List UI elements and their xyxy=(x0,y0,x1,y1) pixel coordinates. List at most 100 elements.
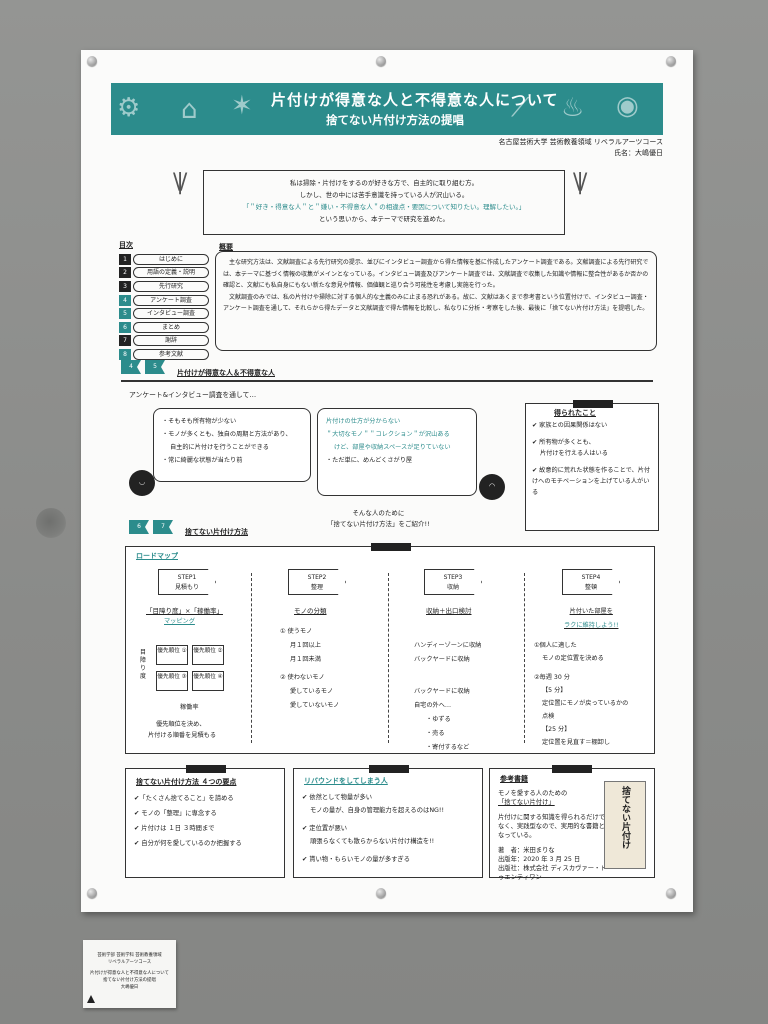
overview-paragraph: 文献調査のみでは、私の片付けや掃除に対する個人的な主義のみに止まる恐れがある。故… xyxy=(223,293,649,313)
pin xyxy=(666,888,676,898)
callout: そんな人のために 「捨てない片付け方法」をご紹介!! xyxy=(327,508,430,530)
key-point: ✔ 自分が何を愛しているのか把握する xyxy=(134,840,242,847)
findings-title: 得られたこと xyxy=(554,409,596,417)
toc-label: アンケート調査 xyxy=(133,294,209,306)
card-line: 捨てない片付け方法の提唱 xyxy=(103,978,156,983)
col3-line: 自宅の外へ… xyxy=(414,702,452,709)
col3-line: ハンディーゾーンに収納 xyxy=(414,642,482,649)
toc-label: 謝辞 xyxy=(133,335,209,347)
good-bubble: ・そもそも所有物が少ない ・モノが多くとも、独自の周期と方法があり、 自主的に片… xyxy=(153,408,311,482)
spray-icon: ♨ xyxy=(561,93,585,123)
affiliation-name: 氏名：大嶋優日 xyxy=(614,149,663,157)
toc-num: 2 xyxy=(119,267,131,279)
book-meta: 著 者：米田まりな 出版年：2020 年 3 月 25 日 出版社：株式会社 デ… xyxy=(498,846,608,882)
section-title: 片付けが得意な人＆不得意な人 xyxy=(177,369,275,377)
tape xyxy=(369,765,409,773)
reference-book-box: 参考書籍 モノを愛する人のための 「捨てない片付け」 片付けに関する知識を得られ… xyxy=(489,765,655,881)
col3-title: 収納＋出口検討 xyxy=(426,607,472,615)
step-no: STEP1 xyxy=(177,574,197,581)
book-description: 片付けに関する知識を得られるだけでなく、実践型なので、実用的な書籍となっている。 xyxy=(498,814,606,839)
section-flag: 6 xyxy=(129,520,149,534)
findings-box: 得られたこと ✔ 家族との因果関係はない ✔ 所有物が多くとも、 片付けを行える… xyxy=(525,400,659,531)
bubble-line: ・モノが多くとも、独自の周期と方法があり、 xyxy=(162,431,292,438)
wall-hole xyxy=(36,508,66,538)
book-title: 「捨てない片付け」 xyxy=(498,799,555,806)
finding-item: 片付けを行える人はいる xyxy=(540,450,608,457)
toc-num: 1 xyxy=(119,253,131,265)
step-name: 整頓 xyxy=(584,584,597,591)
col2-line: 月１回以上 xyxy=(290,642,321,649)
logo-icon xyxy=(87,995,95,1003)
card-line: 芸術学部 芸術学科 芸術教養領域 xyxy=(97,953,162,958)
section-lead: アンケート&インタビュー調査を通して… xyxy=(129,391,257,399)
meta-label: 著 者： xyxy=(498,847,524,854)
priority-cell: 優先順位 ① xyxy=(156,645,188,665)
bubble-line: ・そもそも所有物が少ない xyxy=(162,418,237,425)
key-point: ✔「たくさん捨てること」を諦める xyxy=(134,795,234,802)
column-divider xyxy=(524,573,525,743)
rebound-title: リバウンドをしてしまう人 xyxy=(304,777,388,785)
divider xyxy=(121,380,653,382)
card-line: リベラルアーツコース xyxy=(107,960,152,965)
col4-line: 【5 分】 xyxy=(542,687,567,694)
intro-line: という思いから、本テーマで研究を進めた。 xyxy=(319,215,449,223)
book-publisher: 出版社：株式会社 ディスカヴァー・トゥエンティワン xyxy=(498,864,608,882)
section-title: 捨てない片付け方法 xyxy=(185,528,248,536)
rebound-item: ✔ 定位置が悪い xyxy=(302,825,348,832)
col4-line: 【25 分】 xyxy=(542,726,571,733)
meta-label: 出版社： xyxy=(498,865,524,872)
bad-bubble: 片付けの仕方が分からない ＂大切なモノ＂＂コレクション＂が沢山ある けど、部屋や… xyxy=(317,408,477,496)
book-cover-title: 捨てない片付け xyxy=(620,786,630,849)
toc-num: 8 xyxy=(119,348,131,360)
robot-vacuum-icon: ◉ xyxy=(616,91,639,121)
col2-list: ① 使うモノ 月１回以上 月１回未満 ② 使わないモノ 愛しているモノ 愛してい… xyxy=(280,625,339,713)
step-no: STEP3 xyxy=(443,574,463,581)
toc-num: 4 xyxy=(119,294,131,306)
overview-title: 概要 xyxy=(219,243,233,251)
toc-label: 先行研究 xyxy=(133,280,209,292)
pin xyxy=(376,56,386,66)
step-name: 整理 xyxy=(310,584,323,591)
step-no: STEP2 xyxy=(307,574,327,581)
finding-item: ✔ 故意的に荒れた状態を作ることで、片付けへのモチベーションを上げている人がいる xyxy=(532,467,651,496)
book-author: 著 者：米田まりな xyxy=(498,846,608,855)
col4-line: ②毎週 30 分 xyxy=(534,674,570,681)
intro-question: 「＂好き・得意な人＂と＂嫌い・不得意な人＂の相違点・要因について知りたい。理解し… xyxy=(242,203,526,211)
col4-line: モノの定位置を決める xyxy=(542,655,604,662)
key-point: ✔ 片付けは １日 ３時間まで xyxy=(134,825,215,832)
col2-line: ② 使わないモノ xyxy=(280,674,325,681)
toc-label: 用語の定義・説明 xyxy=(133,267,209,279)
col2-line: 月１回未満 xyxy=(290,656,321,663)
reference-title: 参考書籍 xyxy=(500,775,528,783)
intro-box: 私は掃除・片付けをするのが好きな方で、自主的に取り組む方。 しかし、世の中には苦… xyxy=(203,170,565,235)
toc-num: 5 xyxy=(119,308,131,320)
toc-num: 3 xyxy=(119,280,131,292)
tape xyxy=(552,765,592,773)
happy-face-icon: ◡ xyxy=(129,470,155,496)
pin xyxy=(87,56,97,66)
priority-cell: 優先順位 ④ xyxy=(192,671,224,691)
meta-value: 米田まりな xyxy=(523,847,555,854)
key-points-title: 捨てない片付け方法 ４つの要点 xyxy=(136,778,237,786)
key-points-box: 捨てない片付け方法 ４つの要点 ✔「たくさん捨てること」を諦める ✔ モノの「整… xyxy=(125,765,285,878)
col4-title-line: 片付いた部屋を xyxy=(569,608,613,615)
priority-cell: 優先順位 ③ xyxy=(156,671,188,691)
sad-face-icon: ◠ xyxy=(479,474,505,500)
toc-label: 参考文献 xyxy=(133,348,209,360)
bubble-line: ・常に綺麗な状態が当たり前 xyxy=(162,457,243,464)
column-divider xyxy=(251,573,252,743)
col1-footer: 優先順位を決め、 片付ける順番を見積もる xyxy=(148,719,216,741)
bubble-line: 自主的に片付けを行うことができる xyxy=(170,444,269,451)
poster-subtitle: 捨てない片付け方法の提唱 xyxy=(326,113,464,127)
affiliation: 名古屋芸術大学 芸術教養領域 リベラルアーツコース 氏名：大嶋優日 xyxy=(498,137,663,159)
meta-value: 株式会社 ディスカヴァー・トゥエンティワン xyxy=(498,865,607,881)
pin xyxy=(666,56,676,66)
